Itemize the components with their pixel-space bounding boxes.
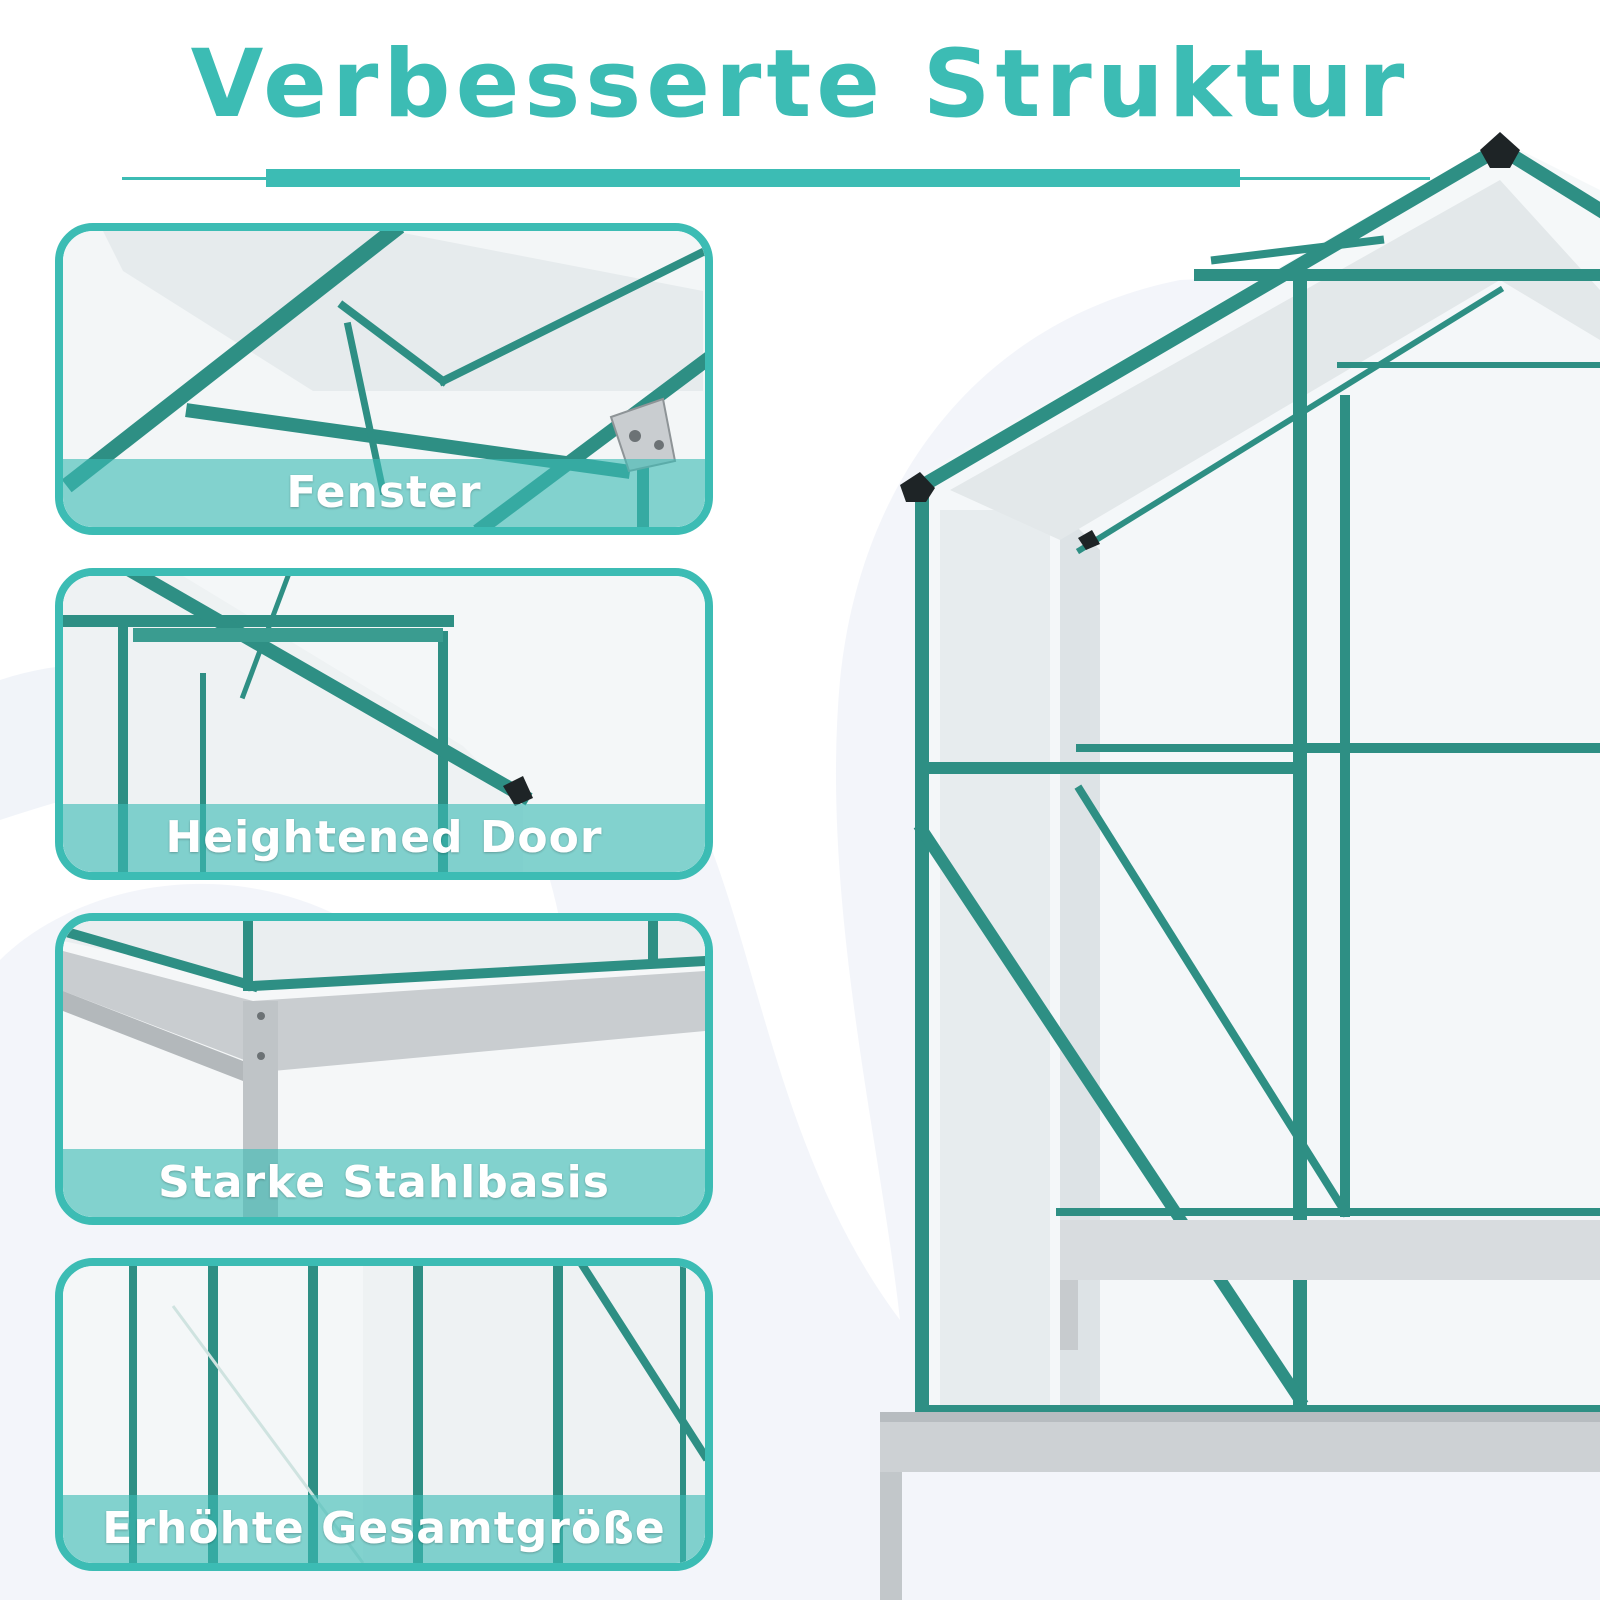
feature-caption: Erhöhte Gesamtgröße: [102, 1503, 666, 1554]
feature-card-window: Fenster: [55, 223, 713, 535]
feature-caption: Starke Stahlbasis: [158, 1157, 610, 1208]
caption-band: [63, 1149, 705, 1217]
feature-card-steel-base: Starke Stahlbasis: [55, 913, 713, 1225]
greenhouse-photo: [880, 132, 1600, 1600]
feature-caption: Fenster: [286, 467, 482, 518]
feature-card-overall-size: Erhöhte Gesamtgröße: [55, 1258, 713, 1571]
feature-caption: Heightened Door: [165, 812, 603, 863]
title-underline-thick: [266, 169, 1240, 187]
caption-band: [63, 459, 705, 527]
caption-band: [63, 1495, 705, 1563]
caption-band: [63, 804, 705, 872]
feature-card-door: Heightened Door: [55, 568, 713, 880]
page-title: Verbesserte Struktur: [190, 30, 1410, 139]
